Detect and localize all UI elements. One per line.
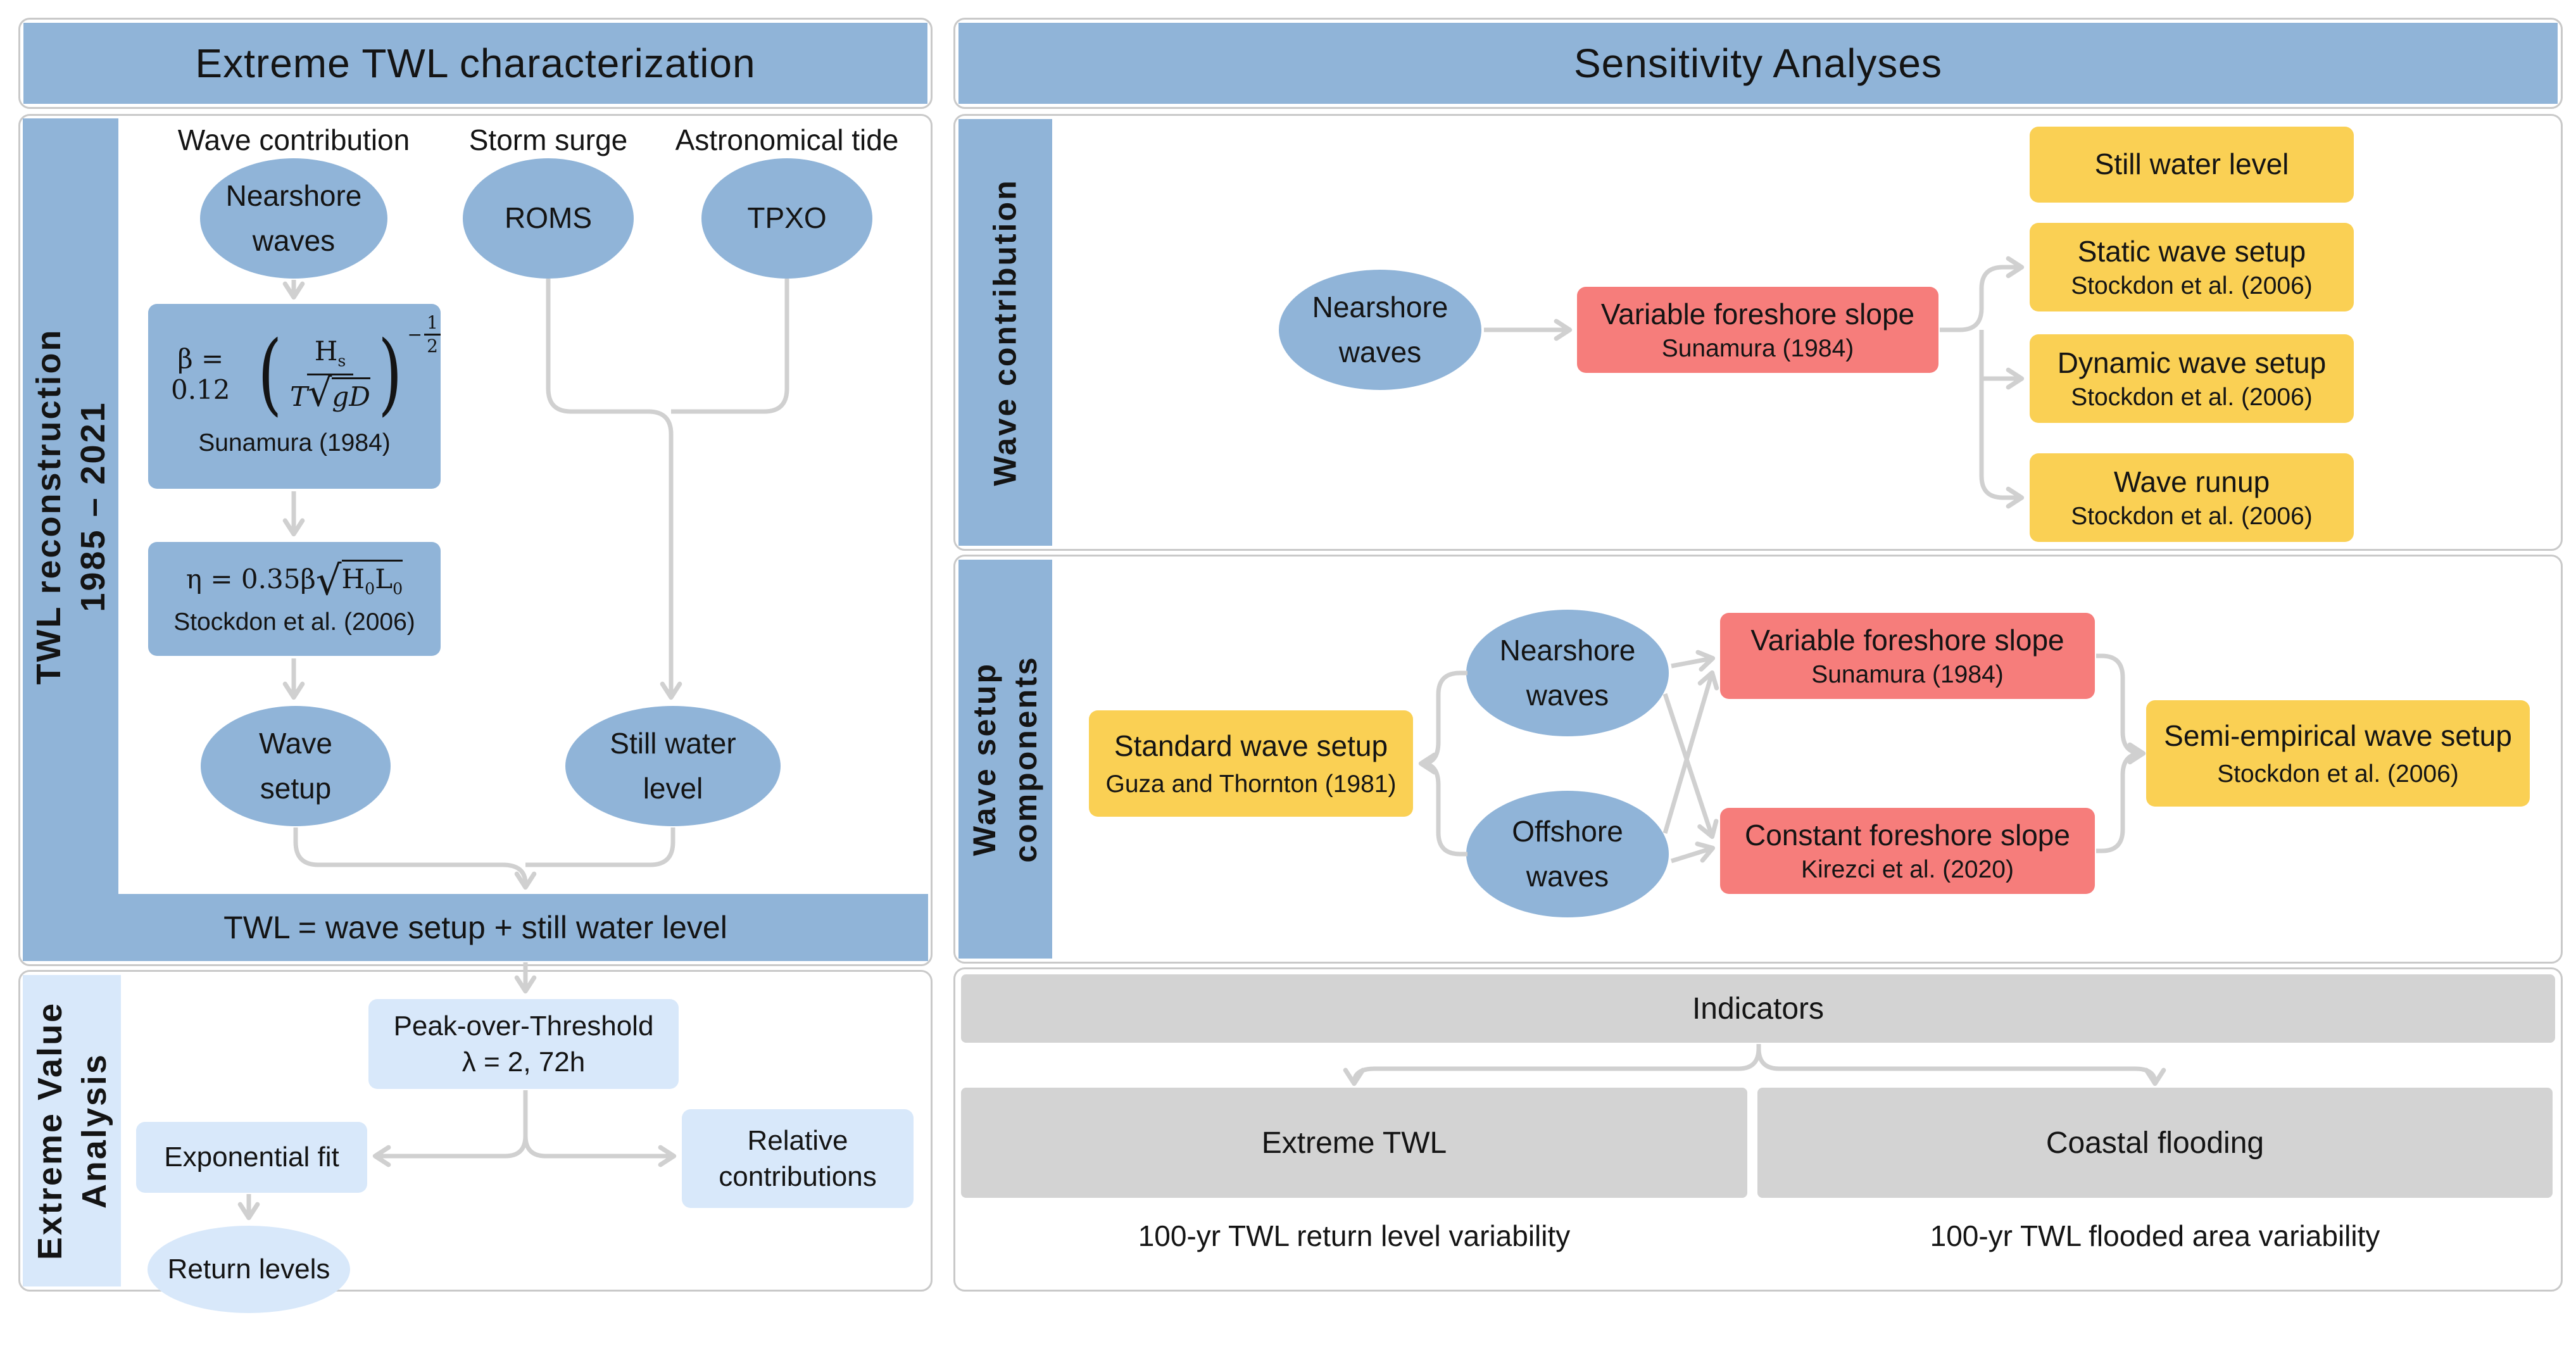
node-variable-foreshore-slope-s2: Variable foreshore slope Sunamura (1984) [1720, 613, 2095, 699]
eva-sidebar: Extreme Value Analysis [23, 975, 121, 1286]
coastal-flooding-caption: 100-yr TWL flooded area variability [1930, 1219, 2380, 1252]
fraction-bar [424, 334, 441, 336]
left-panel-title-text: Extreme TWL characterization [195, 41, 756, 86]
column-label-astronomical-tide: Astronomical tide [675, 123, 899, 156]
node-still-water-level-output: Still water level [2030, 127, 2354, 203]
formula2-reference: Stockdon et al. (2006) [173, 608, 415, 636]
twl-reconstruction-sidebar: TWL reconstruction 1985 – 2021 [23, 118, 118, 894]
node-exponential-fit: Exponential fit [136, 1122, 367, 1193]
extreme-twl-caption: 100-yr TWL return level variability [1138, 1219, 1571, 1252]
node-nearshore-waves: Nearshore waves [200, 158, 387, 279]
twl-sum-bar: TWL = wave setup + still water level [23, 894, 928, 961]
column-label-wave-contribution: Wave contribution [177, 123, 410, 156]
node-peak-over-threshold: Peak-over-Threshold λ = 2, 72h [368, 999, 679, 1089]
node-roms: ROMS [463, 158, 634, 279]
node-offshore-waves: Offshore waves [1466, 791, 1669, 917]
wave-contribution-sidebar: Wave contribution [958, 119, 1052, 546]
node-extreme-twl: Extreme TWL [961, 1088, 1747, 1198]
formula1-reference: Sunamura (1984) [198, 429, 391, 456]
node-dynamic-wave-setup: Dynamic wave setup Stockdon et al. (2006… [2030, 334, 2354, 423]
node-return-levels: Return levels [148, 1226, 350, 1313]
node-variable-foreshore-slope-s1: Variable foreshore slope Sunamura (1984) [1577, 287, 1938, 373]
node-constant-foreshore-slope: Constant foreshore slope Kirezci et al. … [1720, 808, 2095, 894]
node-nearshore-waves-s2: Nearshore waves [1466, 610, 1669, 736]
column-label-storm-surge: Storm surge [468, 123, 628, 156]
node-semi-empirical-wave-setup: Semi-empirical wave setup Stockdon et al… [2146, 700, 2530, 807]
eva-sidebar-label: Extreme Value Analysis [30, 1001, 113, 1261]
wave-setup-components-sidebar-label: Wave setup components [967, 655, 1043, 863]
node-still-water-level: Still water level [565, 706, 781, 826]
close-paren: ) [378, 322, 403, 425]
left-panel-title: Extreme TWL characterization [23, 23, 927, 104]
wave-setup-components-sidebar: Wave setup components [958, 560, 1052, 959]
right-panel-title: Sensitivity Analyses [958, 23, 2558, 104]
open-paren: ( [258, 322, 282, 425]
node-tpxo: TPXO [701, 158, 872, 279]
node-nearshore-waves-s1: Nearshore waves [1279, 270, 1481, 390]
indicators-bar: Indicators [961, 974, 2555, 1043]
node-relative-contributions: Relative contributions [682, 1109, 914, 1208]
node-coastal-flooding: Coastal flooding [1757, 1088, 2553, 1198]
node-static-wave-setup: Static wave setup Stockdon et al. (2006) [2030, 223, 2354, 311]
wave-contribution-sidebar-label: Wave contribution [987, 179, 1023, 486]
node-formula-stockdon: η = 0.35β √ H0L0 Stockdon et al. (2006) [148, 542, 441, 656]
twl-sum-bar-text: TWL = wave setup + still water level [223, 910, 727, 945]
node-wave-runup: Wave runup Stockdon et al. (2006) [2030, 453, 2354, 542]
twl-reconstruction-sidebar-label: TWL reconstruction 1985 – 2021 [29, 327, 112, 685]
radical-sign: √ [315, 558, 342, 605]
right-panel-title-text: Sensitivity Analyses [1573, 41, 1943, 86]
formula-eta: η = 0.35β √ H0L0 [185, 558, 403, 605]
node-wave-setup: Wave setup [201, 706, 391, 826]
radical-sign: √ [308, 371, 332, 416]
node-standard-wave-setup: Standard wave setup Guza and Thornton (1… [1089, 710, 1413, 817]
